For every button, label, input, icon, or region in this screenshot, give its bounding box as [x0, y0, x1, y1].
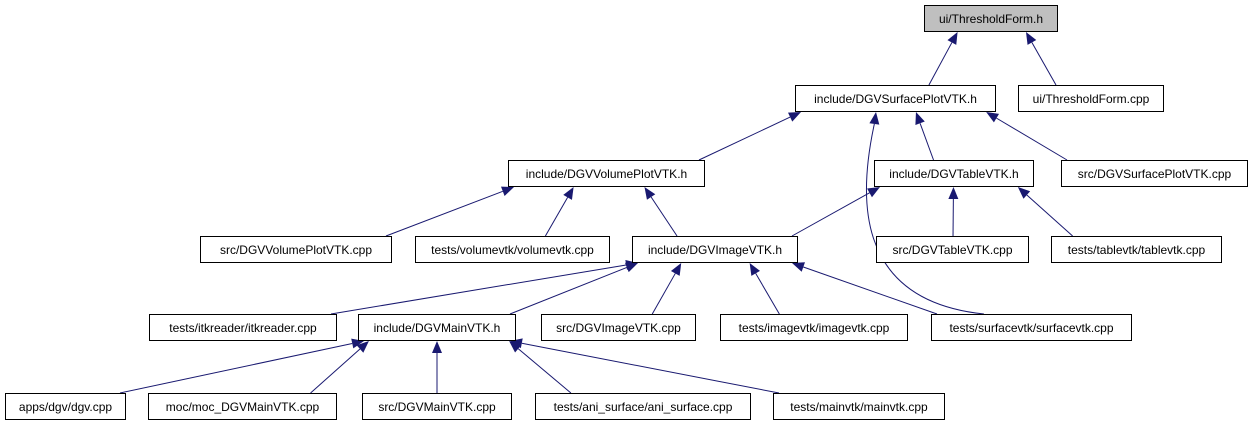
arrowhead-n16-to-n12 — [351, 338, 364, 349]
node-moc-dgvmainvtk-cpp[interactable]: moc/moc_DGVMainVTK.cpp — [148, 393, 337, 420]
edge-n8-to-n3 — [650, 196, 678, 237]
node-include-dgvmainvtk-h[interactable]: include/DGVMainVTK.h — [358, 314, 516, 341]
node-src-dgvvolumeplotvtk-cpp[interactable]: src/DGVVolumePlotVTK.cpp — [200, 236, 392, 263]
arrowhead-n13-to-n8 — [670, 263, 682, 276]
node-tests-ani-surface-cpp[interactable]: tests/ani_surface/ani_surface.cpp — [535, 393, 751, 420]
node-ui-thresholdform-h[interactable]: ui/ThresholdForm.h — [924, 5, 1058, 32]
edge-n14-to-n8 — [755, 273, 780, 315]
node-src-dgvsurfaceplotvtk-cpp[interactable]: src/DGVSurfacePlotVTK.cpp — [1061, 160, 1248, 187]
edge-n2-to-n0 — [1031, 42, 1057, 86]
arrowhead-n19-to-n12 — [509, 341, 522, 353]
node-include-dgvimagevtk-h[interactable]: include/DGVImageVTK.h — [632, 236, 798, 263]
node-include-dgvvolumeplotvtk-h[interactable]: include/DGVVolumePlotVTK.h — [508, 160, 705, 187]
edge-n6-to-n3 — [385, 190, 503, 237]
arrowhead-n17-to-n12 — [356, 341, 369, 353]
arrowhead-n6-to-n3 — [501, 186, 514, 196]
arrowhead-n15-to-n8 — [792, 262, 805, 272]
edge-n16-to-n12 — [119, 343, 353, 394]
arrowhead-n2-to-n0 — [1026, 32, 1037, 45]
edge-n5-to-n1 — [996, 117, 1068, 161]
node-tests-itkreader-cpp[interactable]: tests/itkreader/itkreader.cpp — [149, 314, 337, 341]
node-apps-dgv-cpp[interactable]: apps/dgv/dgv.cpp — [5, 393, 126, 420]
node-ui-thresholdform-cpp[interactable]: ui/ThresholdForm.cpp — [1018, 85, 1164, 112]
arrowhead-n4-to-n1 — [915, 112, 925, 125]
edge-n10-to-n4 — [1026, 194, 1073, 237]
edge-n15-to-n8 — [803, 266, 938, 315]
node-tests-tablevtk-cpp[interactable]: tests/tablevtk/tablevtk.cpp — [1051, 236, 1222, 263]
node-src-dgvtablevtk-cpp[interactable]: src/DGVTableVTK.cpp — [876, 236, 1029, 263]
arrowhead-n18-to-n12 — [432, 341, 442, 353]
edge-n3-to-n1 — [698, 116, 791, 161]
node-include-dgvsurfaceplotvtk-h[interactable]: include/DGVSurfacePlotVTK.h — [795, 85, 996, 112]
arrowhead-n14-to-n8 — [749, 263, 761, 276]
edge-n15-to-n1 — [865, 123, 984, 315]
arrowhead-n5-to-n1 — [986, 112, 1000, 123]
edge-n11-to-n8 — [330, 264, 627, 315]
node-src-dgvimagevtk-cpp[interactable]: src/DGVImageVTK.cpp — [541, 314, 696, 341]
edge-n8-to-n4 — [791, 192, 870, 237]
node-tests-mainvtk-cpp[interactable]: tests/mainvtk/mainvtk.cpp — [773, 393, 945, 420]
node-src-dgvmainvtk-cpp[interactable]: src/DGVMainVTK.cpp — [362, 393, 512, 420]
edge-n13-to-n8 — [651, 273, 676, 315]
edge-n7-to-n3 — [544, 197, 569, 237]
edge-n12-to-n8 — [509, 266, 628, 315]
node-include-dgvtablevtk-h[interactable]: include/DGVTableVTK.h — [874, 160, 1034, 187]
arrowhead-n15-to-n1 — [869, 112, 880, 125]
edge-n17-to-n12 — [310, 348, 361, 394]
arrowhead-n9-to-n4 — [948, 187, 959, 200]
node-tests-volumevtk-cpp[interactable]: tests/volumevtk/volumevtk.cpp — [415, 236, 610, 263]
edge-n1-to-n0 — [928, 42, 953, 86]
edge-n19-to-n12 — [517, 348, 572, 394]
edge-n20-to-n12 — [521, 342, 780, 394]
arrowhead-n7-to-n3 — [563, 187, 574, 200]
node-tests-imagevtk-cpp[interactable]: tests/imagevtk/imagevtk.cpp — [720, 314, 908, 341]
arrowhead-n3-to-n1 — [788, 112, 801, 122]
arrowhead-n10-to-n4 — [1017, 187, 1031, 199]
node-tests-surfacevtk-cpp[interactable]: tests/surfacevtk/surfacevtk.cpp — [931, 314, 1132, 341]
arrowhead-n8-to-n3 — [644, 187, 656, 200]
arrowhead-n12-to-n8 — [625, 262, 638, 273]
arrowhead-n1-to-n0 — [947, 32, 958, 45]
edge-n4-to-n1 — [919, 123, 934, 161]
arrowhead-n8-to-n4 — [867, 187, 880, 198]
